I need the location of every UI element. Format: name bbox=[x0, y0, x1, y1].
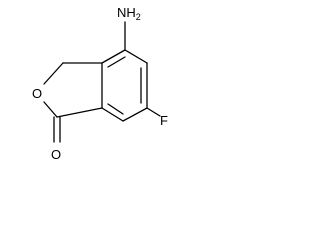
bond-ch2-o bbox=[43, 62, 64, 85]
amine-label: NH2 bbox=[117, 5, 141, 22]
bond-c3-c4 bbox=[122, 107, 148, 122]
fluorine-label: F bbox=[160, 113, 168, 128]
lactone-ring bbox=[43, 62, 103, 118]
bond-c5-c6 bbox=[124, 49, 148, 64]
bond-c6-c1 bbox=[101, 49, 126, 64]
ring-oxygen-label: O bbox=[32, 86, 42, 101]
bond-o-carbonyl-c bbox=[43, 101, 58, 118]
bond-c4-f bbox=[146, 107, 161, 117]
carbonyl-double-bond bbox=[53, 116, 61, 143]
carbonyl-oxygen-label: O bbox=[51, 147, 61, 162]
bond-carbonyl-c-c2 bbox=[56, 107, 103, 118]
amine-text: NH bbox=[117, 5, 136, 20]
double-bond-c1-c6-inner bbox=[107, 56, 126, 68]
benzene-ring bbox=[101, 49, 148, 122]
bond-c2-c3 bbox=[101, 107, 124, 122]
amine-subscript: 2 bbox=[136, 12, 141, 22]
molecule-structure: NH2 O O F bbox=[32, 5, 168, 162]
double-bond-c2-c3-inner bbox=[107, 103, 124, 115]
